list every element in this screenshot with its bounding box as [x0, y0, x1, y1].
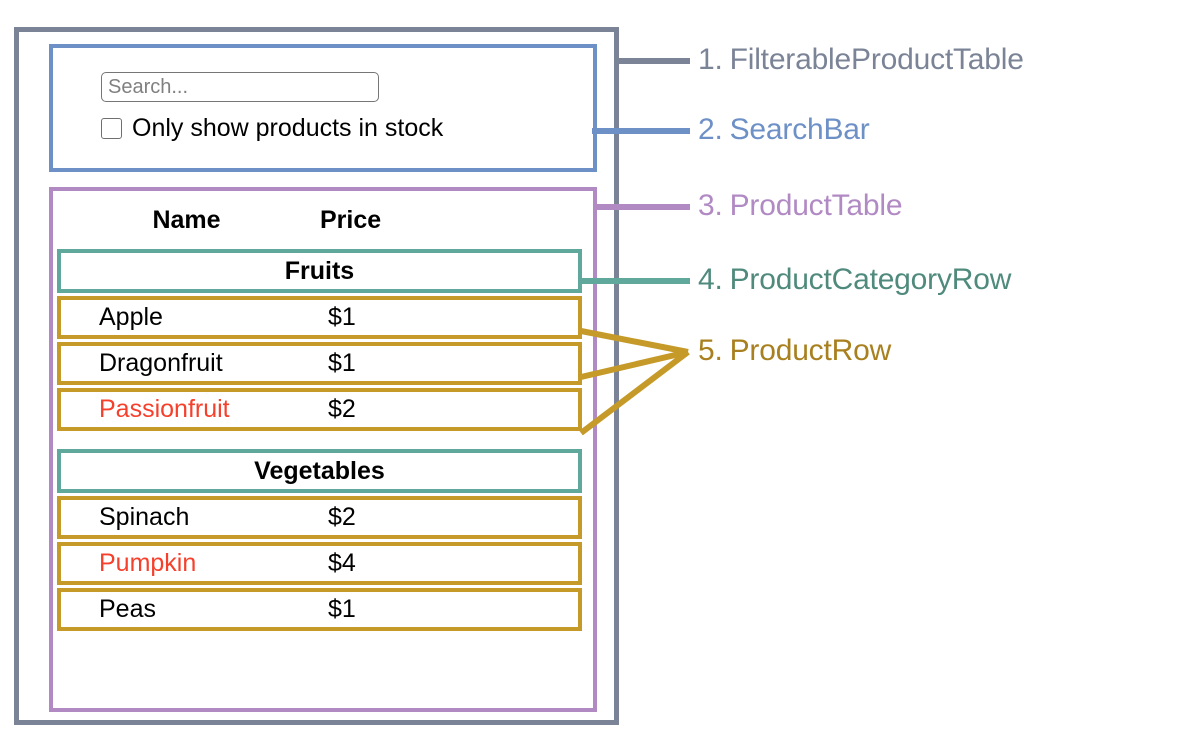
annotation-text: ProductRow — [729, 334, 892, 367]
annotation-number: 1. — [698, 43, 723, 76]
product-row[interactable]: Spinach $2 — [57, 496, 582, 539]
product-category-row: Vegetables — [57, 449, 582, 493]
product-name: Passionfruit — [99, 395, 230, 423]
product-table-box: Name Price Fruits Apple $1 Dragonfruit — [49, 187, 597, 712]
product-name: Spinach — [99, 503, 190, 531]
product-row[interactable]: Pumpkin $4 — [57, 542, 582, 585]
column-header-name: Name — [152, 205, 221, 234]
annotation-text: ProductCategoryRow — [729, 263, 1012, 296]
annotation-text: FilterableProductTable — [729, 43, 1024, 76]
product-category-row: Fruits — [57, 249, 582, 293]
annotation-label-filterable-product-table: 1.FilterableProductTable — [698, 45, 1024, 75]
in-stock-filter-row[interactable]: Only show products in stock — [101, 116, 443, 141]
product-price: $2 — [328, 395, 356, 423]
annotation-text: ProductTable — [729, 189, 903, 222]
filterable-product-table-box: Only show products in stock Name Price F… — [14, 27, 619, 725]
annotation-number: 2. — [698, 113, 723, 146]
product-price: $1 — [328, 595, 356, 623]
search-bar-box: Only show products in stock — [49, 44, 597, 172]
annotation-text: SearchBar — [729, 113, 870, 146]
annotation-number: 3. — [698, 189, 723, 222]
product-name: Apple — [99, 303, 163, 331]
product-name: Peas — [99, 595, 156, 623]
group-spacer — [57, 431, 582, 449]
annotation-label-product-category-row: 4.ProductCategoryRow — [698, 265, 1011, 295]
column-header-price: Price — [320, 205, 382, 234]
annotation-label-product-row: 5.ProductRow — [698, 336, 891, 366]
product-rows-area: Fruits Apple $1 Dragonfruit $1 Passio — [57, 249, 582, 631]
product-row[interactable]: Dragonfruit $1 — [57, 342, 582, 385]
product-price: $2 — [328, 503, 356, 531]
product-price: $1 — [328, 349, 356, 377]
in-stock-checkbox-label: Only show products in stock — [132, 114, 444, 142]
annotation-label-search-bar: 2.SearchBar — [698, 115, 870, 145]
product-row[interactable]: Apple $1 — [57, 296, 582, 339]
product-row[interactable]: Peas $1 — [57, 588, 582, 631]
search-input[interactable] — [101, 72, 379, 102]
annotation-label-product-table: 3.ProductTable — [698, 189, 903, 222]
in-stock-checkbox[interactable] — [101, 118, 122, 139]
product-table-header: Name Price — [53, 197, 593, 243]
product-name: Pumpkin — [99, 549, 197, 577]
annotation-number: 5. — [698, 334, 723, 367]
product-price: $4 — [328, 549, 356, 577]
annotation-number: 4. — [698, 263, 723, 296]
product-row[interactable]: Passionfruit $2 — [57, 388, 582, 431]
product-price: $1 — [328, 303, 356, 331]
product-name: Dragonfruit — [99, 349, 223, 377]
